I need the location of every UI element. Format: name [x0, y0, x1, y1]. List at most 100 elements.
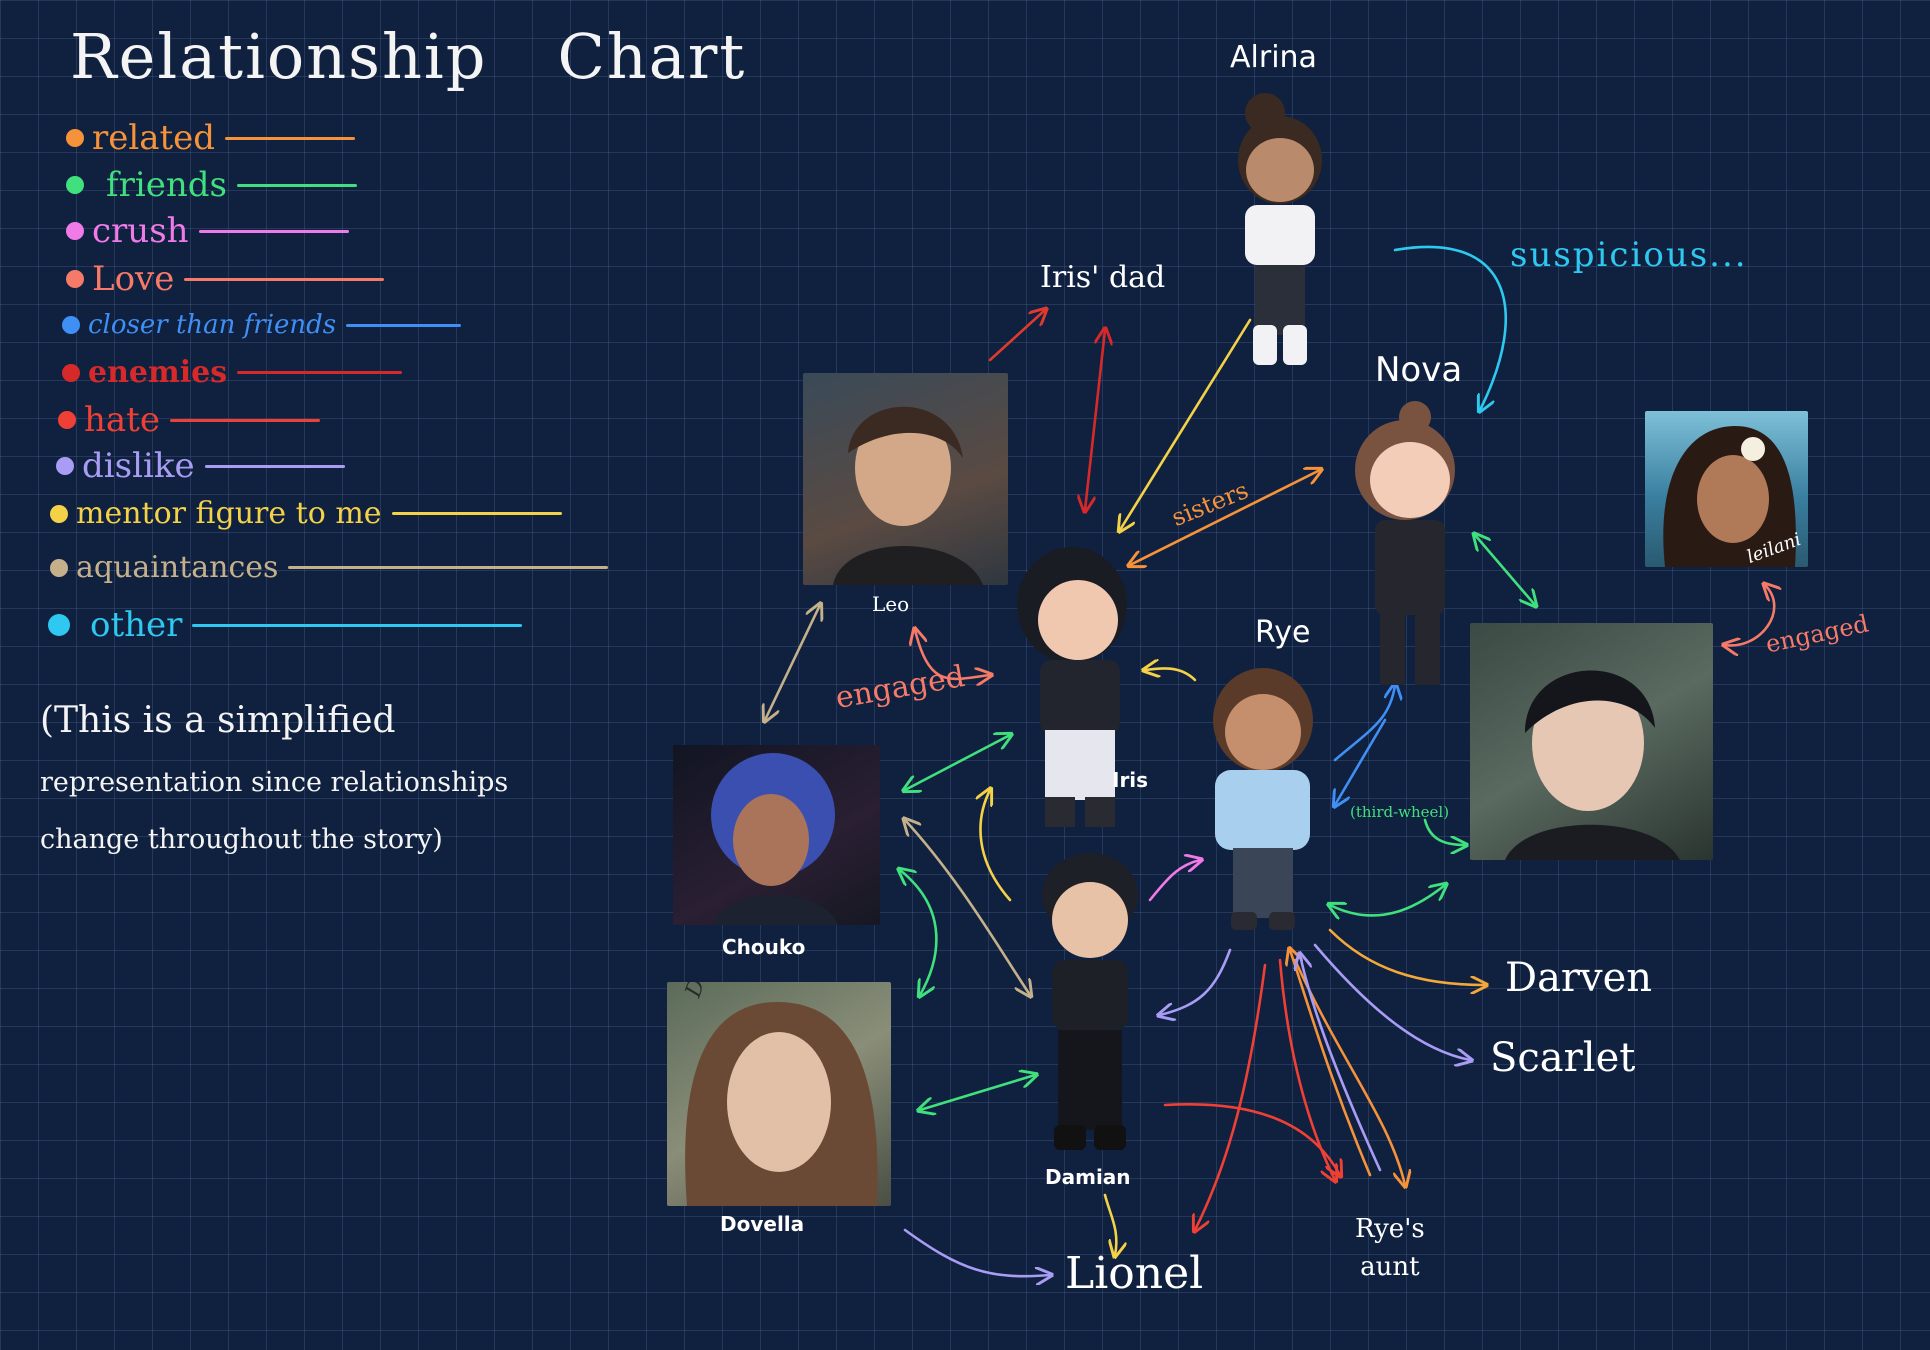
flower-icon: [1741, 437, 1765, 461]
legend-love: Love: [66, 259, 385, 299]
chouko-name: Chouko: [722, 935, 806, 959]
legend-friends: friends: [66, 165, 357, 205]
arrow-irisdad-iris: [1085, 330, 1105, 510]
damian-name: Damian: [1045, 1165, 1131, 1189]
legend-aquaintances: aquaintances: [50, 550, 609, 585]
legend-dot: [62, 316, 80, 334]
nova-name: Nova: [1375, 350, 1463, 390]
legend-label: mentor figure to me: [76, 496, 382, 531]
legend-label: Love: [92, 259, 175, 299]
damian-drawing: [1042, 853, 1138, 1150]
arrow-chouko-dovella: [900, 870, 938, 995]
arrow-leilani-fiance: [1725, 585, 1774, 645]
legend-hate: hate: [58, 400, 320, 440]
arrow-rye-nova: [1333, 685, 1395, 762]
note-line: representation since relationships: [40, 767, 509, 798]
legend-line: [237, 371, 403, 374]
iris-figure: [1000, 535, 1140, 835]
legend-dot: [66, 129, 84, 147]
leilani-portrait: leilani: [1645, 411, 1808, 567]
legend-dot: [48, 614, 70, 636]
chart-title: Relationship Chart: [70, 20, 746, 93]
alrina-name: Alrina: [1230, 40, 1317, 75]
legend-line: [192, 623, 523, 627]
legend-label: other: [90, 605, 183, 645]
nova-figure: [1325, 395, 1475, 695]
arrow-nova-fiance: [1475, 535, 1535, 605]
arrow-chouko-iris: [905, 735, 1010, 790]
disclaimer-note: (This is a simplified representation sin…: [40, 700, 640, 855]
iris-dad-name: Iris' dad: [1040, 260, 1166, 295]
arrow-leo-chouko: [765, 605, 820, 720]
title-right: Chart: [557, 20, 747, 93]
dovella-name: Dovella: [720, 1212, 805, 1236]
arrow-damian-rye: [1148, 860, 1200, 902]
legend-line: [288, 566, 609, 569]
arrow-rye-aunt-hate: [1278, 958, 1335, 1180]
legend-mentor: mentor figure to me: [50, 496, 562, 531]
legend-label: enemies: [88, 355, 228, 390]
lionel-name: Lionel: [1065, 1248, 1204, 1299]
legend-label: dislike: [82, 446, 195, 486]
leo-name: Leo: [872, 592, 910, 616]
legend-label: related: [92, 118, 216, 158]
legend-dot: [56, 457, 74, 475]
arrow-rye-scarlet: [1313, 943, 1470, 1060]
arrow-damian-lionel: [1103, 1193, 1116, 1255]
legend-dot: [50, 504, 68, 523]
legend-other: other: [48, 605, 523, 645]
rye-name: Rye: [1255, 615, 1311, 650]
note-line: change throughout the story): [40, 824, 443, 855]
dovella-figure: [685, 1002, 878, 1206]
ryes-aunt-line2: aunt: [1360, 1252, 1420, 1282]
legend-line: [346, 323, 462, 327]
ryes-aunt-line1: Rye's: [1355, 1214, 1425, 1244]
alrina-figure: [1225, 85, 1335, 370]
arrow-alrina-nova: [1393, 245, 1508, 410]
iris-name: Iris: [1112, 768, 1149, 792]
arrow-aunt-rye-dislike: [1300, 955, 1382, 1172]
legend-label: aquaintances: [76, 550, 279, 585]
arrow-rye-iris: [1145, 668, 1197, 682]
nova-drawing: [1355, 401, 1455, 685]
arrow-rye-darven: [1328, 928, 1485, 985]
scarlet-name: Scarlet: [1490, 1035, 1636, 1081]
arrow-rye-lionel: [1195, 963, 1267, 1230]
legend-line: [184, 277, 385, 281]
rye-figure: [1195, 660, 1325, 935]
legend-related: related: [66, 118, 356, 158]
leilani-figure: [1663, 426, 1796, 567]
legend-enemies: enemies: [62, 355, 403, 390]
legend-dot: [66, 270, 84, 288]
legend-label: friends: [106, 165, 227, 205]
legend-dislike: dislike: [56, 446, 345, 486]
fiance-figure: [1505, 670, 1680, 860]
note-line: (This is a simplified: [40, 700, 396, 741]
title-left: Relationship: [70, 20, 488, 93]
legend-label: hate: [84, 400, 160, 440]
leo-portrait: [803, 373, 1008, 585]
arrow-rye-damian: [1160, 948, 1232, 1015]
darven-name: Darven: [1505, 955, 1653, 1001]
damian-figure: [1020, 850, 1160, 1155]
legend-dot: [58, 411, 76, 429]
arrow-leo-irisdad: [988, 310, 1045, 362]
legend-dot: [66, 222, 84, 240]
arrow-damian-iris: [980, 790, 1012, 902]
label-suspicious: suspicious...: [1510, 235, 1748, 275]
arrow-aunt-rye-related: [1290, 950, 1372, 1177]
legend-closer-than-friends: closer than friends: [62, 310, 462, 340]
dovella-portrait: Dovella: [667, 982, 891, 1206]
legend-line: [391, 512, 562, 515]
legend-dot: [50, 558, 68, 577]
fiance-portrait: [1470, 623, 1713, 860]
leo-figure: [833, 406, 983, 585]
arrow-third-wheel: [1423, 818, 1465, 845]
alrina-drawing: [1238, 93, 1322, 365]
arrow-damian-aunt-hate: [1163, 1103, 1340, 1175]
legend-crush: crush: [66, 211, 349, 251]
arrow-dovella-damian: [920, 1075, 1035, 1110]
arrow-chouko-damian: [905, 820, 1030, 995]
legend-line: [236, 183, 357, 187]
